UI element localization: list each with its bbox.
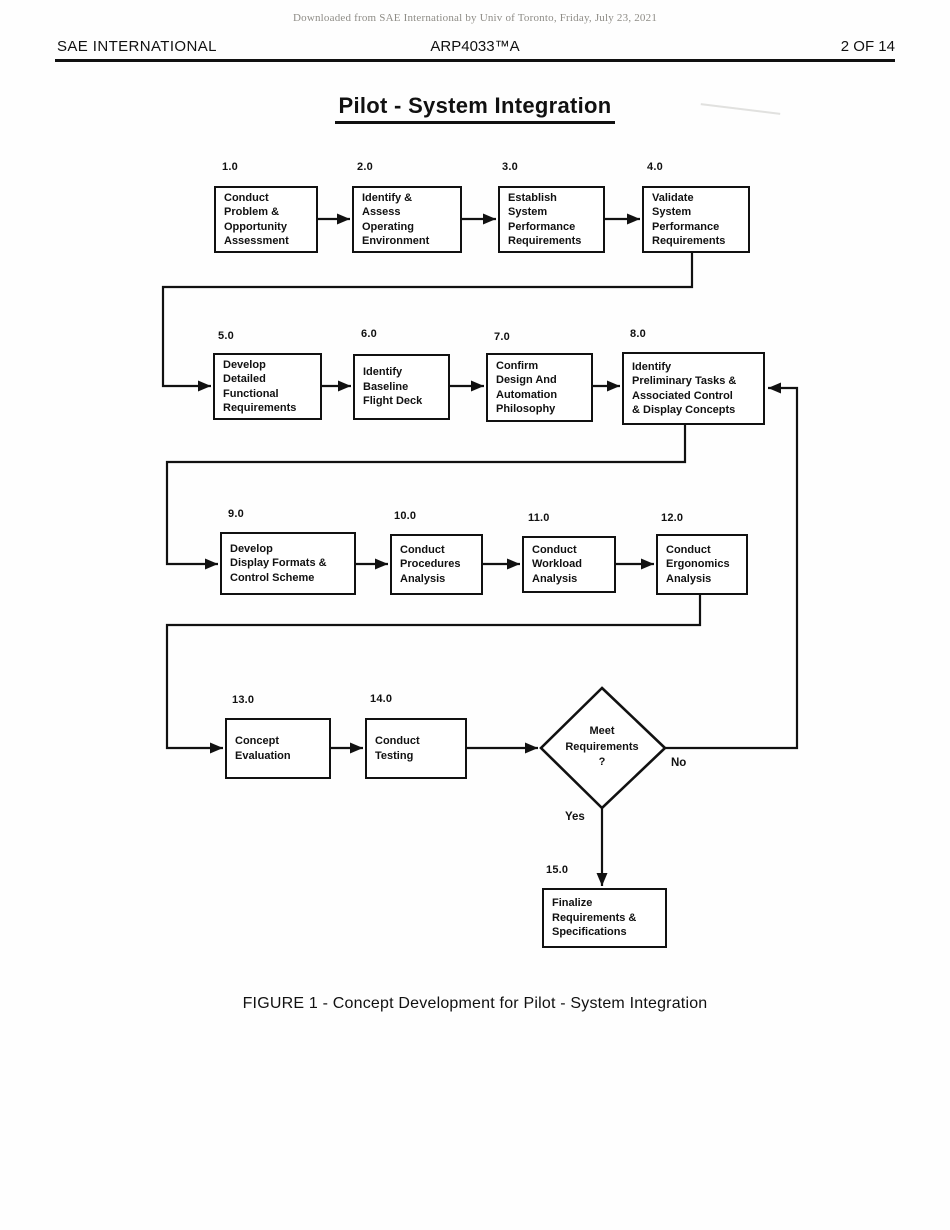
step-label-11: Conduct Workload Analysis	[532, 543, 582, 585]
step-box-15: Finalize Requirements & Specifications	[542, 888, 667, 948]
step-number-4: 4.0	[647, 161, 663, 173]
step-box-12: Conduct Ergonomics Analysis	[656, 534, 748, 595]
download-watermark: Downloaded from SAE International by Uni…	[292, 12, 658, 24]
step-label-15: Finalize Requirements & Specifications	[552, 897, 637, 939]
step-box-11: Conduct Workload Analysis	[522, 536, 616, 593]
step-label-2: Identify & Assess Operating Environment	[362, 191, 430, 248]
connector-4-to-5	[161, 253, 694, 392]
step-label-8: Identify Preliminary Tasks & Associated …	[632, 360, 737, 417]
header-publisher: SAE INTERNATIONAL	[57, 38, 217, 55]
step-label-14: Conduct Testing	[375, 735, 420, 762]
step-label-7: Confirm Design And Automation Philosophy	[496, 359, 558, 416]
branch-label-yes: Yes	[565, 811, 585, 823]
connector-12-to-13	[165, 595, 702, 754]
step-number-9: 9.0	[228, 508, 244, 520]
step-label-12: Conduct Ergonomics Analysis	[666, 543, 730, 585]
decision-diamond	[539, 686, 667, 810]
step-box-14: Conduct Testing	[365, 718, 467, 779]
step-label-5: Develop Detailed Functional Requirements	[223, 358, 297, 415]
header-page-number: 2 OF 14	[840, 38, 895, 55]
step-number-15: 15.0	[546, 864, 569, 876]
step-box-8: Identify Preliminary Tasks & Associated …	[622, 352, 765, 425]
step-box-3: Establish System Performance Requirement…	[498, 186, 605, 253]
step-label-4: Validate System Performance Requirements	[652, 191, 726, 248]
header-rule	[55, 59, 895, 62]
step-box-9: Develop Display Formats & Control Scheme	[220, 532, 356, 595]
step-label-13: Concept Evaluation	[235, 735, 291, 762]
header-doc-number: ARP4033™A	[430, 38, 520, 55]
step-number-6: 6.0	[361, 328, 377, 340]
step-number-7: 7.0	[494, 331, 510, 343]
step-box-5: Develop Detailed Functional Requirements	[213, 353, 322, 420]
step-box-7: Confirm Design And Automation Philosophy	[486, 353, 593, 422]
figure-title: Pilot - System Integration	[0, 93, 950, 124]
connector-no-loop-to-8	[665, 382, 799, 750]
branch-label-no: No	[671, 757, 687, 769]
step-label-6: Identify Baseline Flight Deck	[363, 366, 423, 408]
step-box-4: Validate System Performance Requirements	[642, 186, 750, 253]
decision-label: Meet Requirements ?	[565, 725, 639, 768]
step-label-1: Conduct Problem & Opportunity Assessment	[224, 191, 289, 248]
step-number-12: 12.0	[661, 512, 684, 524]
step-number-14: 14.0	[370, 693, 393, 705]
step-number-2: 2.0	[357, 161, 373, 173]
step-number-5: 5.0	[218, 330, 234, 342]
step-number-3: 3.0	[502, 161, 518, 173]
step-number-11: 11.0	[528, 512, 550, 524]
connector-8-to-9	[165, 425, 687, 570]
step-box-1: Conduct Problem & Opportunity Assessment	[214, 186, 318, 253]
step-label-3: Establish System Performance Requirement…	[508, 191, 582, 248]
step-number-13: 13.0	[232, 694, 255, 706]
step-label-10: Conduct Procedures Analysis	[400, 543, 461, 585]
step-number-10: 10.0	[394, 510, 417, 522]
step-box-10: Conduct Procedures Analysis	[390, 534, 483, 595]
step-label-9: Develop Display Formats & Control Scheme	[230, 542, 327, 584]
step-box-6: Identify Baseline Flight Deck	[353, 354, 450, 420]
figure-caption: FIGURE 1 - Concept Development for Pilot…	[242, 995, 708, 1012]
step-box-13: Concept Evaluation	[225, 718, 331, 779]
step-box-2: Identify & Assess Operating Environment	[352, 186, 462, 253]
step-number-1: 1.0	[222, 161, 238, 173]
step-number-8: 8.0	[630, 328, 646, 340]
